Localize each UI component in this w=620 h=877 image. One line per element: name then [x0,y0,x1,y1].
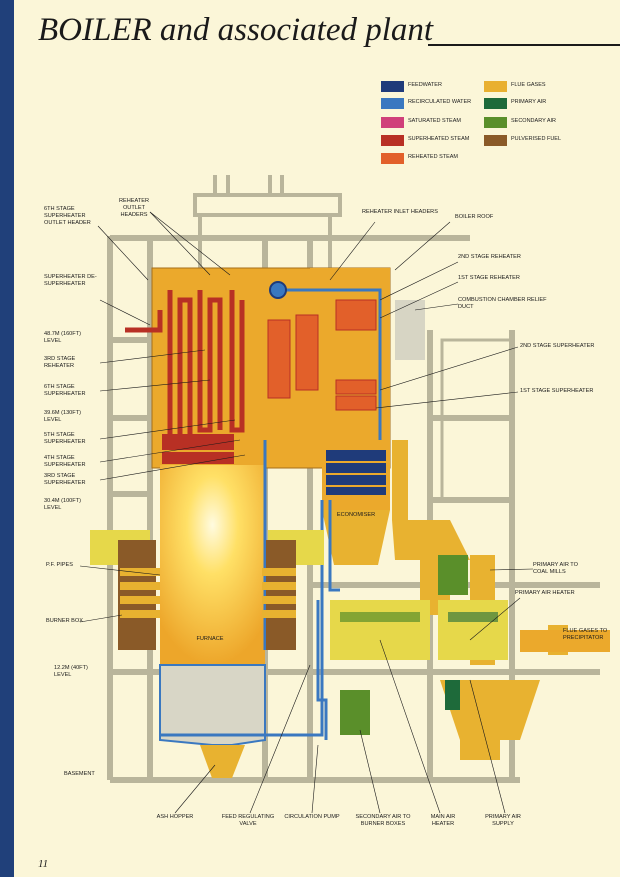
label-3rd-stage-superheater: 3rd STAGE SUPERHEATER [44,473,86,486]
label-ash-hopper: ASH HOPPER [156,814,194,820]
relief-duct [395,300,514,502]
label-feed-regulating-valve: FEED REGULATING VALVE [221,814,275,827]
legend-swatch [381,135,404,146]
label-2nd-stage-reheater: 2nd STAGE REHEATER [458,254,521,260]
label-3rd-stage-reheater: 3rd STAGE REHEATER [44,356,76,369]
legend-swatch [484,117,507,128]
page-title: BOILER and associated plant [38,12,434,48]
legend-label: SATURATED STEAM [408,118,461,124]
legend-swatch [381,81,404,92]
label-5th-stage-superheater: 5th STAGE SUPERHEATER [44,432,86,445]
label-6th-stage-superheater-outlet-header: 6th STAGE SUPERHEATER OUTLET HEADER [44,206,91,226]
label-flue-gases-to-precipitator: FLUE GASES TO PRECIPITATOR [563,628,608,641]
label-primary-air-heater: PRIMARY AIR HEATER [515,590,575,596]
label-1st-stage-superheater: 1st STAGE SUPERHEATER [520,388,594,394]
label-economiser: ECONOMISER [336,512,376,518]
label-superheater-de-superheater: SUPERHEATER DE-SUPERHEATER [44,274,97,287]
label-basement: BASEMENT [64,771,95,777]
legend-swatch [381,153,404,164]
legend-label: SUPERHEATED STEAM [408,136,470,142]
legend-label: REHEATED STEAM [408,154,459,160]
legend-label: RECIRCULATED WATER [408,99,472,105]
air-heater-blocks [330,555,508,735]
legend-swatch [484,135,507,146]
label-circulation-pump: CIRCULATION PUMP [284,814,340,820]
legend-label: PRIMARY AIR [511,99,547,105]
label-boiler-roof: BOILER ROOF [455,214,494,220]
burner-box-right [262,530,324,650]
label-combustion-chamber-relief-duct: COMBUSTION CHAMBER RELIEF DUCT [458,297,547,310]
reheater-tubes [267,299,377,411]
title-rule [428,44,620,46]
label-1st-stage-reheater: 1st STAGE REHEATER [458,275,520,281]
legend-swatch [484,98,507,109]
label-main-air-heater: MAIN AIR HEATER [430,814,456,827]
legend-swatch [484,81,507,92]
burner-box-left [90,530,160,650]
label-level-48-7m: 48.7m (160ft) LEVEL [44,331,81,344]
label-furnace: FURNACE [196,636,224,642]
label-pf-pipes: P.F. PIPES [46,562,73,568]
label-level-39-6m: 39.6m (130ft) LEVEL [44,410,81,423]
label-reheater-inlet-headers: REHEATER INLET HEADERS [362,209,438,215]
legend-label: FEEDWATER [408,82,442,88]
label-2nd-stage-superheater: 2nd STAGE SUPERHEATER [520,343,595,349]
label-primary-air-to-coal-mills: PRIMARY AIR TO COAL MILLS [533,562,578,575]
roof-frame [193,175,342,275]
label-level-30-4m: 30.4m (100ft) LEVEL [44,498,81,511]
label-reheater-outlet-headers: REHEATER OUTLET HEADERS [118,198,150,218]
label-level-12-2m: 12.2m (40ft) LEVEL [54,665,88,678]
label-4th-stage-superheater: 4th STAGE SUPERHEATER [44,455,86,468]
label-primary-air-supply: PRIMARY AIR SUPPLY [485,814,521,827]
legend-label: PULVERISED FUEL [511,136,562,142]
boiler-drum [269,281,287,299]
legend-swatch [381,117,404,128]
legend-label: FLUE GASES [511,82,546,88]
superheater-tubes [125,290,245,464]
label-secondary-air-to-burner-boxes: SECONDARY AIR TO BURNER BOXES [355,814,411,827]
label-6th-stage-superheater: 6th STAGE SUPERHEATER [44,384,86,397]
legend-swatch [381,98,404,109]
label-burner-box: BURNER BOX [46,618,83,624]
page-spine [0,0,14,877]
leader-lines [79,211,534,814]
economiser-block [326,450,386,495]
page-number: 11 [38,858,49,870]
legend-label: SECONDARY AIR [511,118,557,124]
